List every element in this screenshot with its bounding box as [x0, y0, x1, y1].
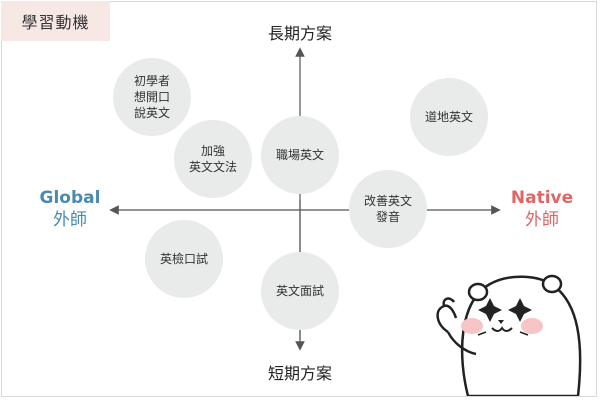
axis-right-line1: Native: [510, 188, 574, 208]
page-title: 學習動機: [1, 1, 110, 41]
axis-top-label: 長期方案: [267, 24, 333, 43]
bubble-pronunciation: 改善英文 發音: [349, 170, 427, 248]
bubble-authentic-english: 道地英文: [410, 78, 488, 156]
axis-left-label: Global 外師: [40, 187, 101, 231]
bubble-speaking-exam: 英檢口試: [145, 220, 223, 298]
axis-bottom-label: 短期方案: [267, 364, 333, 383]
otter-mascot-icon: [436, 274, 582, 396]
bubble-job-interview: 英文面試: [261, 252, 339, 330]
axis-left-line2: 外師: [53, 210, 87, 230]
axis-left-line1: Global: [39, 188, 101, 208]
axis-right-line2: 外師: [524, 210, 559, 230]
bubble-grammar: 加強 英文文法: [174, 120, 252, 198]
bubble-business-english: 職場英文: [261, 116, 339, 194]
axis-right-label: Native 外師: [511, 187, 573, 231]
bubble-beginner-speaking: 初學者 想開口 說英文: [113, 58, 191, 136]
